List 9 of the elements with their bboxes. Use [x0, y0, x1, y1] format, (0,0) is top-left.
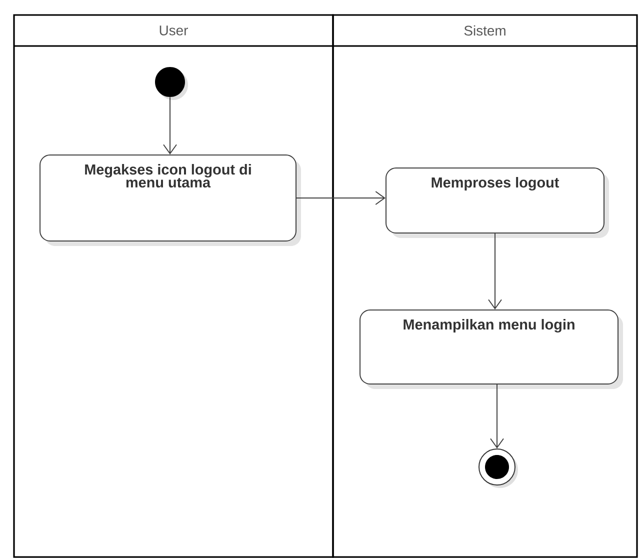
start-dot — [155, 67, 188, 100]
arrow — [296, 191, 386, 205]
activity-box: Menampilkan menu login — [360, 310, 623, 389]
arrow — [488, 233, 502, 310]
activity-box: Memproses logout — [386, 168, 609, 238]
end-bullseye — [478, 448, 518, 488]
activity-box: Megakses icon logout di menu utama — [40, 154, 301, 246]
arrow — [490, 384, 504, 448]
arrow — [163, 96, 177, 154]
